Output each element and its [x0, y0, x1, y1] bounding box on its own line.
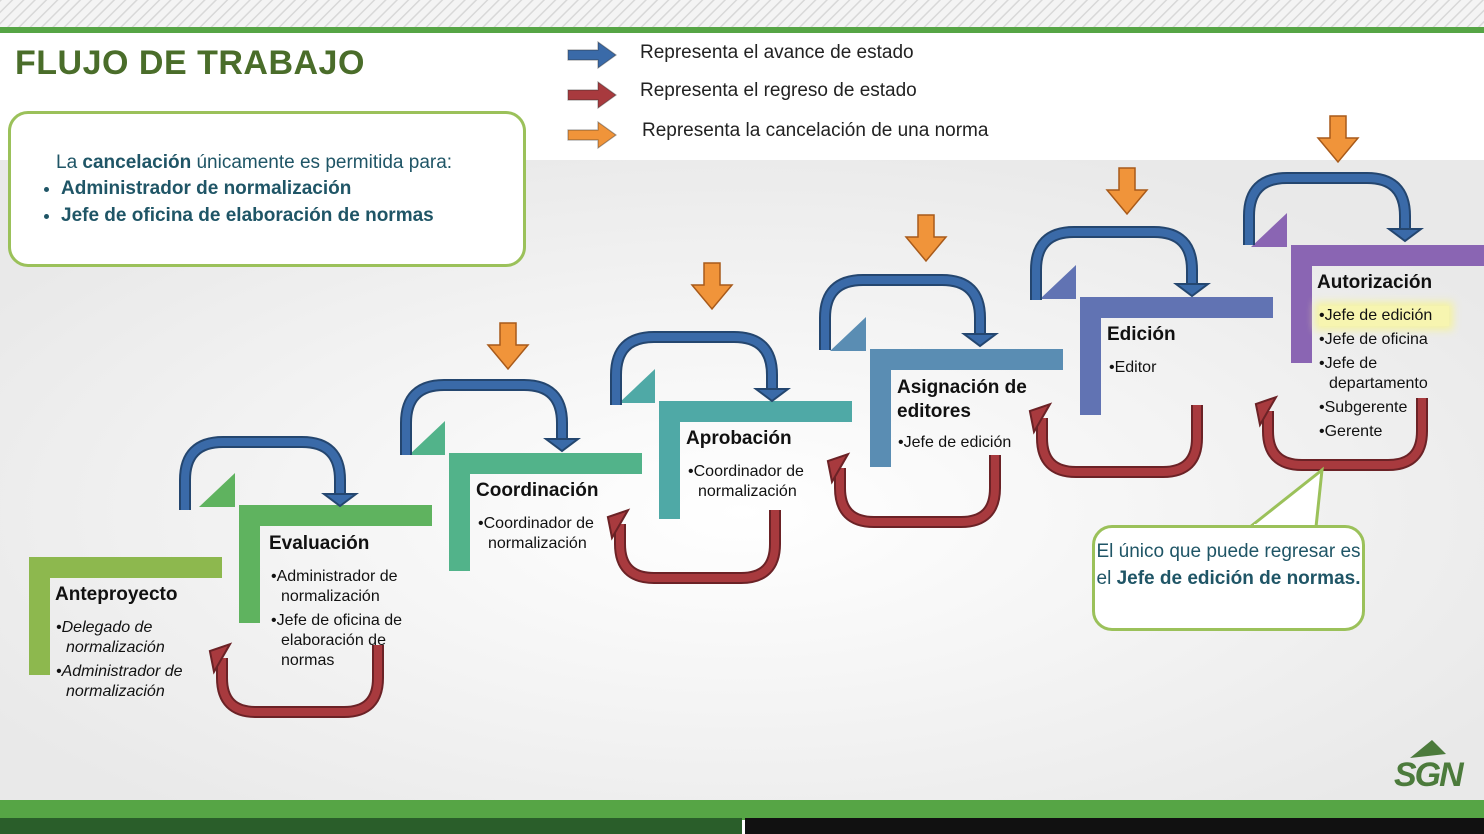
forward-arrow-icon-head	[321, 493, 359, 508]
stage-item: Administrador de normalización	[271, 567, 421, 607]
logo-roof-icon	[1410, 740, 1446, 758]
stage-list-anteproyecto: Delegado de normalización Administrador …	[56, 618, 216, 706]
stage-title-autorizacion: Autorización	[1317, 272, 1433, 293]
stage-shape	[29, 557, 222, 675]
stage-item: Administrador de normalización	[56, 662, 216, 702]
forward-arrow-icon	[402, 381, 566, 455]
bottom-green-bar	[0, 800, 1484, 820]
cancel-arrow-icon	[1105, 167, 1149, 216]
cancel-note-item: Administrador de normalización	[61, 178, 434, 200]
stage-shape	[1291, 245, 1484, 363]
forward-arrow-icon	[181, 438, 344, 510]
stage-connector-triangle	[199, 473, 235, 507]
stage-title-evaluacion: Evaluación	[269, 533, 370, 554]
stage-item: Delegado de normalización	[56, 618, 216, 658]
legend-cancel-arrow-icon	[567, 120, 618, 150]
stage-item: Jefe de oficina	[1319, 330, 1449, 350]
forward-arrow-icon	[821, 276, 984, 350]
stage-item: Jefe de edición	[898, 433, 1038, 453]
forward-arrow-icon	[1245, 174, 1409, 245]
stage-item: Gerente	[1319, 422, 1449, 442]
stage-item-highlighted: Jefe de edición	[1319, 306, 1449, 326]
cancel-note-list: Administrador de normalización Jefe de o…	[31, 176, 434, 232]
top-hatch-band	[0, 0, 1484, 28]
back-arrow-icon	[616, 510, 779, 582]
stage-list-edicion: Editor	[1109, 358, 1229, 382]
stage-item: Subgerente	[1319, 398, 1449, 418]
forward-arrow-icon-head	[961, 333, 999, 348]
cancel-arrow-icon	[486, 322, 530, 371]
stage-title-aprobacion: Aprobación	[686, 428, 792, 449]
bottom-black-bar	[745, 818, 1484, 834]
stage-title-coordinacion: Coordinación	[476, 480, 599, 501]
back-arrow-head	[1254, 395, 1279, 428]
back-arrow-head	[826, 452, 851, 485]
legend-back-label: Representa el regreso de estado	[640, 80, 917, 101]
stage-shape	[239, 505, 432, 623]
stage-list-autorizacion: Jefe de edición Jefe de oficina Jefe de …	[1319, 306, 1449, 446]
stage-connector-triangle	[1251, 213, 1287, 247]
cancel-arrow-icon	[690, 262, 734, 311]
return-note-callout: El único que puede regresar es el Jefe d…	[1092, 525, 1365, 631]
stage-item: Coordinador de normalización	[478, 514, 618, 554]
stage-title-anteproyecto: Anteproyecto	[55, 584, 178, 605]
back-arrow-icon	[836, 455, 999, 526]
forward-arrow-icon-head	[753, 388, 791, 403]
stage-shape	[449, 453, 642, 571]
sgn-logo: SGN	[1394, 756, 1464, 794]
stage-shape	[1080, 297, 1273, 415]
back-arrow-icon	[218, 645, 382, 716]
stage-list-asignacion: Jefe de edición	[898, 433, 1038, 457]
forward-arrow-icon	[1032, 228, 1196, 300]
stage-list-coordinacion: Coordinador de normalización	[478, 514, 618, 558]
stage-list-aprobacion: Coordinador de normalización	[688, 462, 828, 506]
legend-forward-arrow-icon	[567, 40, 618, 70]
stage-connector-triangle	[619, 369, 655, 403]
stage-item: Jefe de departamento	[1319, 354, 1449, 394]
back-arrow-head	[1028, 402, 1053, 435]
return-note-text: El único que puede regresar es el Jefe d…	[1096, 541, 1361, 589]
forward-arrow-icon-head	[1173, 283, 1211, 298]
stage-item: Editor	[1109, 358, 1229, 378]
stage-title-asignacion: Asignación de editores	[897, 377, 1027, 422]
legend-cancel-label: Representa la cancelación de una norma	[642, 120, 989, 141]
forward-arrow-icon	[612, 333, 776, 405]
stage-item: Jefe de oficina de elaboración de normas	[271, 611, 421, 671]
bottom-dark-green-bar	[0, 818, 742, 834]
forward-arrow-icon-head	[1386, 228, 1424, 243]
back-arrow-icon	[1264, 398, 1426, 469]
back-arrow-icon	[1038, 405, 1201, 476]
forward-arrow-icon-head	[543, 438, 581, 453]
cancel-arrow-icon	[904, 214, 948, 263]
stage-connector-triangle	[1040, 265, 1076, 299]
stage-list-evaluacion: Administrador de normalización Jefe de o…	[271, 567, 421, 675]
stage-connector-triangle	[830, 317, 866, 351]
stage-shape	[870, 349, 1063, 467]
stage-title-edicion: Edición	[1107, 324, 1176, 345]
cancel-note-callout: La cancelación únicamente es permitida p…	[8, 111, 526, 267]
stage-item: Coordinador de normalización	[688, 462, 828, 502]
stage-connector-triangle	[409, 421, 445, 455]
top-green-bar	[0, 27, 1484, 33]
cancel-arrow-icon	[1316, 115, 1360, 164]
legend-forward-label: Representa el avance de estado	[640, 42, 914, 63]
cancel-note-intro: La cancelación únicamente es permitida p…	[56, 152, 453, 173]
cancel-note-item: Jefe de oficina de elaboración de normas	[61, 205, 434, 227]
stage-shape	[659, 401, 852, 519]
page-title: FLUJO DE TRABAJO	[15, 44, 365, 82]
legend-back-arrow-icon	[567, 80, 618, 110]
